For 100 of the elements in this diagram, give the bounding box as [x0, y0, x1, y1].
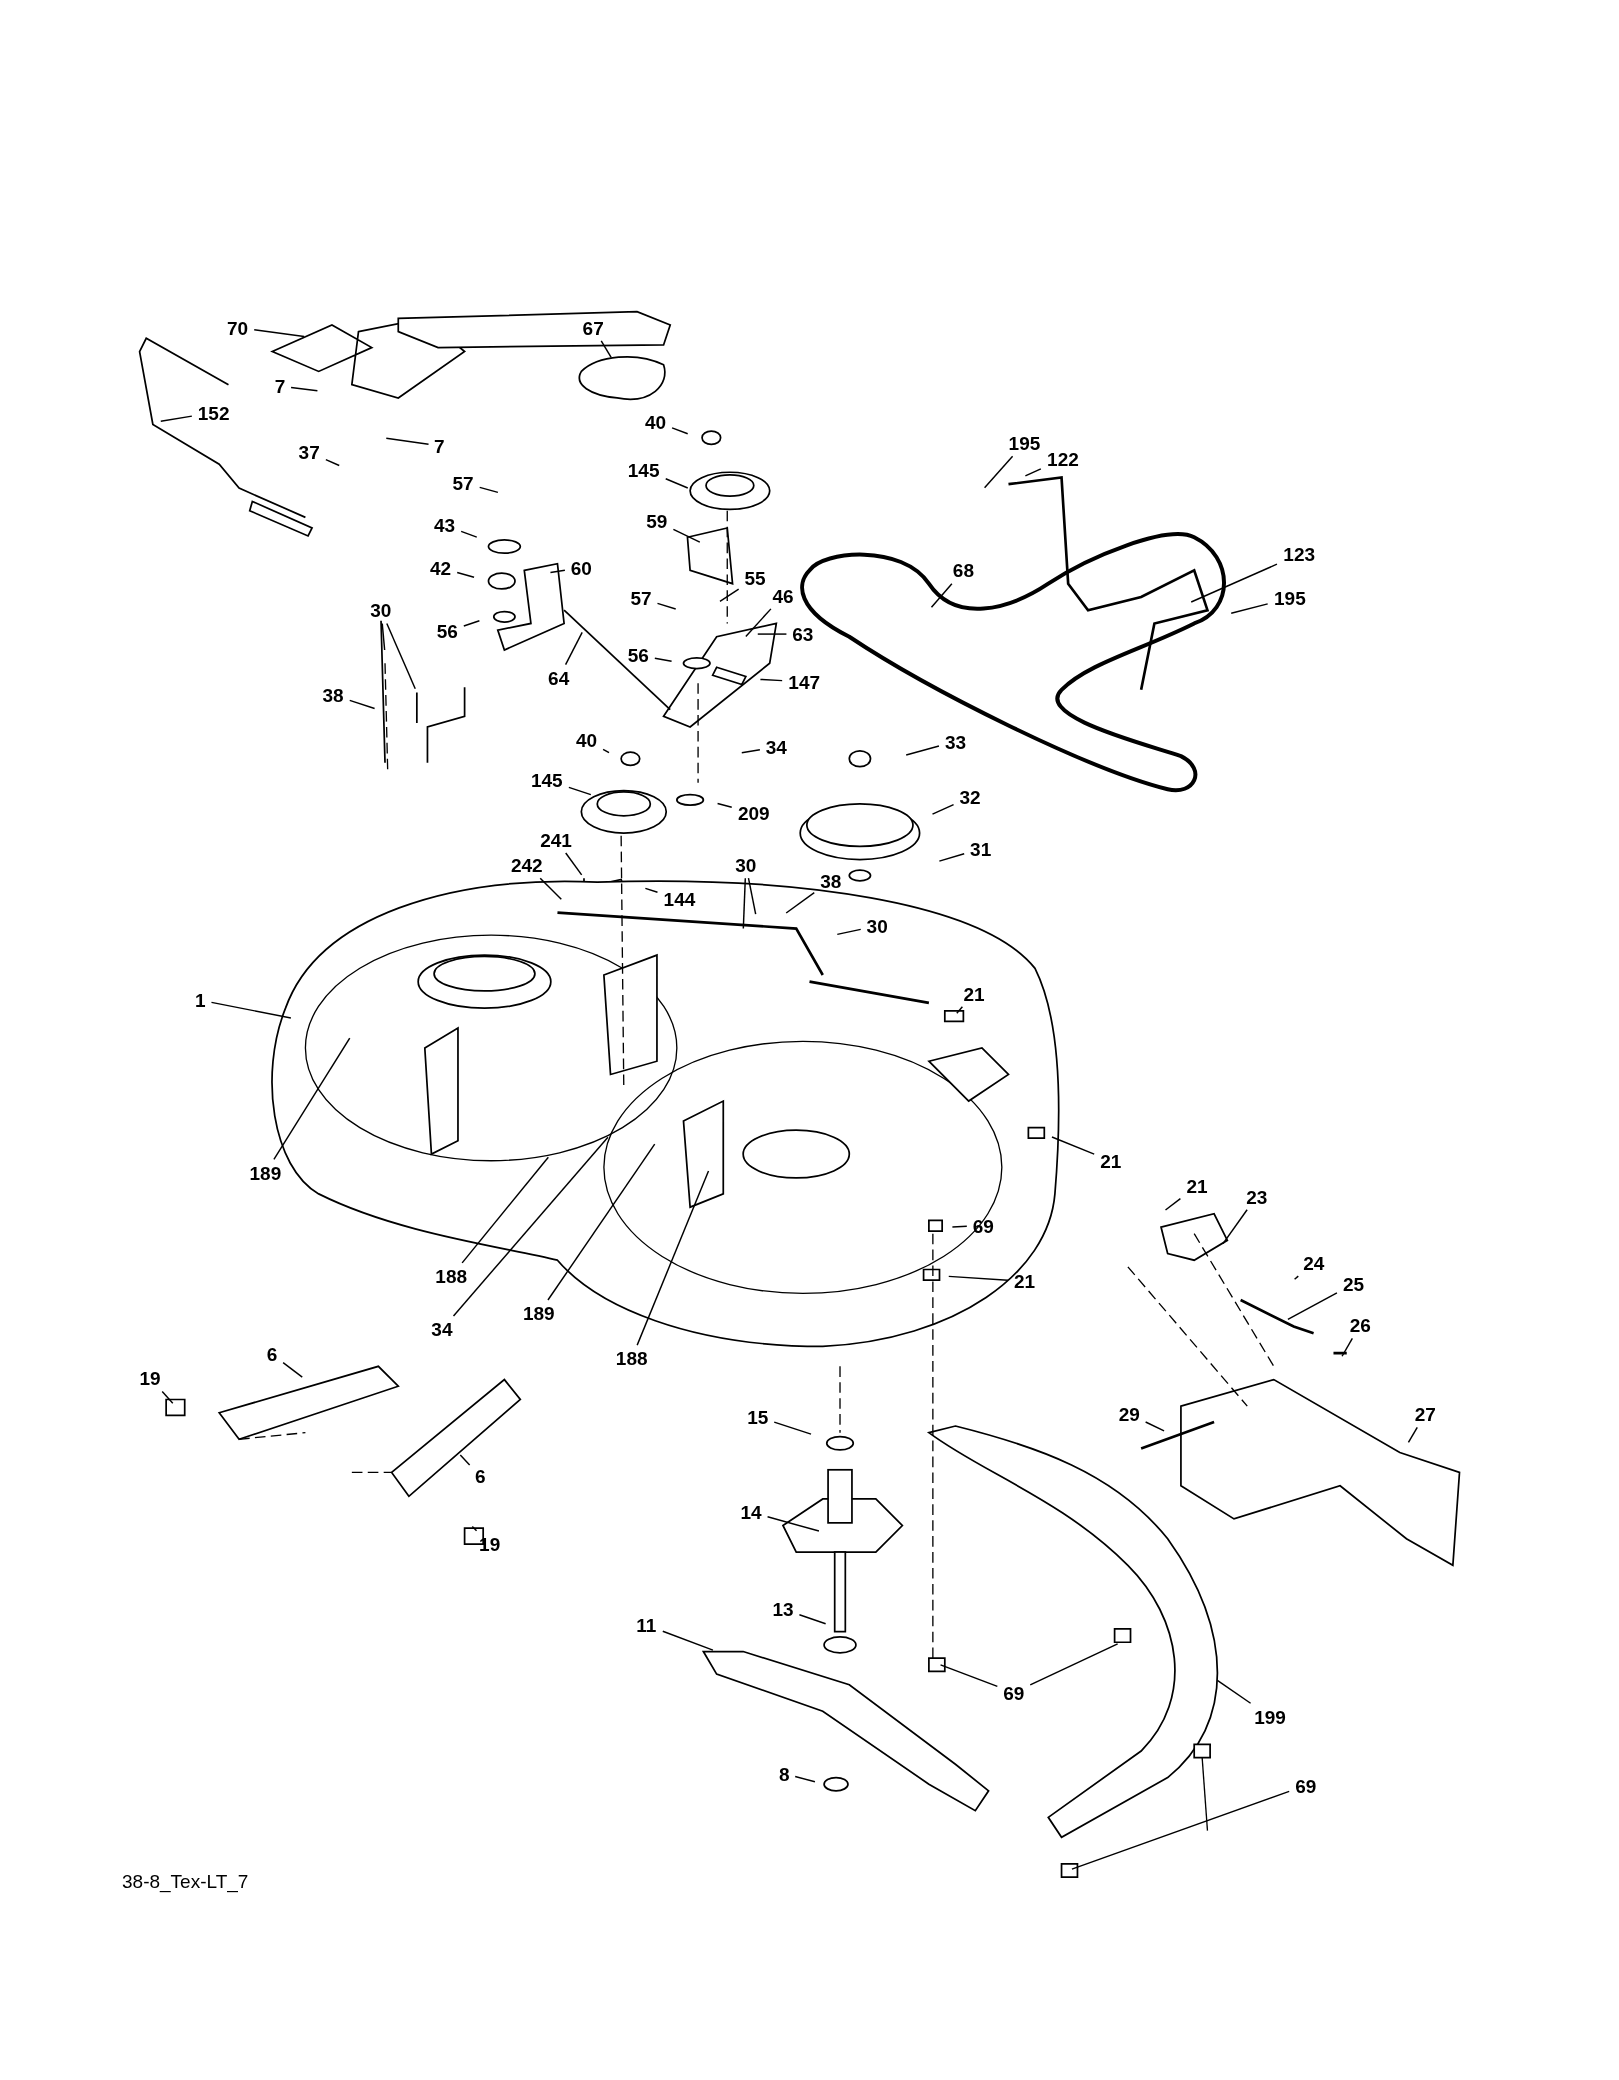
callout-number: 23 [1246, 1187, 1268, 1206]
callout-number: 25 [1343, 1274, 1365, 1294]
leader-line [547, 1143, 656, 1301]
callout-number: 69 [1003, 1683, 1025, 1703]
callout-number: 24 [1303, 1253, 1325, 1273]
leader-line [290, 386, 319, 392]
leader-line [1071, 1790, 1290, 1870]
leader-line [671, 427, 689, 435]
leader-line [564, 631, 583, 666]
leader-line [452, 1136, 609, 1317]
callout-number: 145 [627, 460, 660, 480]
leader-line [479, 486, 499, 494]
callout-number: 69 [1295, 1776, 1317, 1795]
callout-number: 122 [1047, 449, 1079, 469]
leader-line [836, 928, 862, 936]
callout-number: 21 [1100, 1151, 1122, 1171]
leader-line [951, 1225, 968, 1228]
leader-line [773, 1421, 812, 1435]
leader-line [939, 1664, 999, 1688]
callout-number: 188 [435, 1266, 468, 1286]
leader-line [662, 1630, 714, 1651]
callout-number: 55 [744, 568, 766, 588]
callout-number: 21 [1186, 1176, 1208, 1196]
callout-number: 188 [615, 1348, 648, 1368]
callout-number: 30 [370, 600, 392, 620]
callout-number: 30 [866, 916, 888, 936]
leader-line [1051, 1136, 1095, 1155]
callout-number: 37 [298, 442, 320, 462]
leader-line [636, 1170, 710, 1346]
leader-line [253, 329, 305, 338]
callout-number: 31 [970, 839, 992, 859]
leader-line [325, 458, 340, 467]
leader-line [745, 608, 772, 638]
callout-number: 199 [1254, 1707, 1286, 1726]
leader-line [160, 415, 193, 422]
callout-number: 56 [627, 645, 649, 665]
callout-number: 67 [582, 318, 604, 338]
callout-number: 64 [548, 668, 570, 688]
callout-number: 56 [436, 621, 458, 641]
leader-line [456, 571, 475, 578]
drawing-code: 38-8_Tex-LT_7 [122, 1870, 249, 1895]
leader-line [210, 1001, 292, 1019]
callout-number: 6 [475, 1466, 486, 1486]
leader-line [1029, 1643, 1119, 1686]
callout-number: 189 [522, 1303, 555, 1323]
callout-number: 14 [740, 1502, 762, 1522]
callout-number: 1 [195, 990, 206, 1010]
leader-line [463, 620, 481, 627]
callout-number: 241 [540, 830, 572, 850]
leader-line [948, 1275, 1009, 1282]
leader-line [654, 657, 673, 662]
leader-line [719, 588, 740, 603]
leader-line [1190, 563, 1278, 603]
leader-line [549, 569, 566, 574]
callout-number: 40 [645, 412, 667, 432]
leader-line [1341, 1337, 1354, 1357]
callout-number: 57 [452, 473, 474, 493]
leader-line [539, 877, 562, 900]
callout-number: 68 [952, 560, 974, 580]
callout-number: 57 [630, 588, 652, 608]
callout-number: 144 [663, 889, 696, 909]
leader-line [161, 1390, 174, 1404]
leader-line [602, 748, 610, 754]
leader-line [282, 1361, 303, 1378]
leader-line [1164, 1197, 1182, 1211]
leader-line [459, 1454, 471, 1466]
leader-line [1407, 1426, 1418, 1444]
callout-number: 11 [636, 1615, 657, 1635]
callout-number: 123 [1283, 545, 1315, 564]
callout-number: 43 [434, 515, 456, 535]
callout-number: 21 [963, 984, 985, 1004]
leader-line [742, 877, 747, 930]
callout-number: 33 [944, 732, 967, 751]
leader-line [983, 455, 1014, 489]
callout-number: 70 [226, 318, 249, 338]
callout-number: 13 [772, 1599, 794, 1619]
callout-number: 145 [530, 770, 563, 790]
callout-number: 152 [197, 403, 230, 423]
callout-number: 40 [576, 730, 598, 750]
leader-line [273, 1037, 351, 1161]
leader-line [766, 1516, 820, 1532]
callout-number: 189 [249, 1163, 282, 1183]
callout-number: 34 [765, 737, 787, 757]
callout-number: 6 [266, 1344, 278, 1364]
callout-number: 195 [1008, 433, 1041, 453]
leader-line [757, 633, 788, 635]
leader-line [461, 1156, 550, 1264]
leader-line [794, 1775, 816, 1783]
callout-number: 30 [735, 855, 757, 875]
callout-number: 29 [1118, 1404, 1140, 1424]
leader-line [716, 802, 733, 808]
leader-line [1144, 1421, 1165, 1432]
callout-number: 147 [788, 672, 821, 692]
leader-line [386, 622, 416, 690]
leader-line [656, 602, 677, 610]
leader-line [568, 786, 592, 796]
leader-line [385, 437, 430, 445]
callout-number: 46 [772, 586, 794, 606]
leader-line [1222, 1209, 1248, 1245]
leader-line [741, 748, 761, 754]
